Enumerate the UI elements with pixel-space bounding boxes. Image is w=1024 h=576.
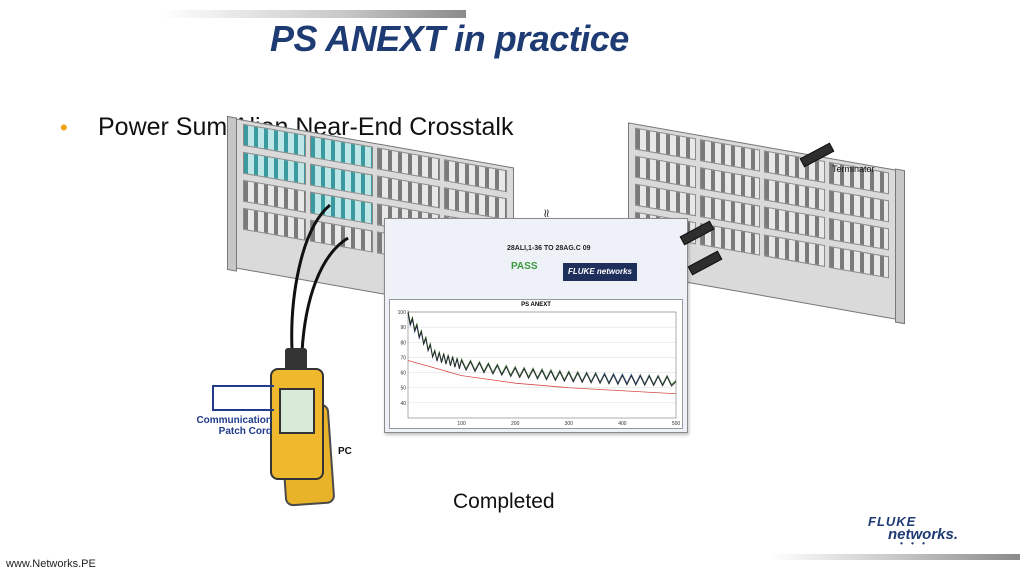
footer-url: www.Networks.PE (6, 558, 96, 570)
x-tick-label: 400 (618, 421, 627, 427)
tester-connector (285, 348, 307, 370)
chart-svg: 40 50 60 70 80 90 100 100 200 300 400 500 (398, 310, 681, 427)
y-tick-label: 70 (400, 355, 406, 361)
y-tick-label: 40 (400, 401, 406, 407)
cable-break-icon: ≀≀ (543, 206, 550, 220)
x-tick-label: 300 (565, 421, 574, 427)
graph-title: PS ANEXT (521, 302, 551, 308)
footer-decoration-bar (770, 554, 1020, 560)
slide-title: PS ANEXT in practice (270, 18, 629, 59)
series-line (407, 311, 677, 387)
terminator-label: Terminator (832, 164, 875, 174)
title-decoration-bar (160, 10, 466, 18)
x-tick-label: 500 (672, 421, 681, 427)
pass-result: PASS (511, 261, 538, 272)
tester-screen (279, 388, 315, 434)
plot-area (407, 311, 677, 419)
completed-text: Completed (453, 490, 555, 513)
y-tick-label: 50 (400, 386, 406, 392)
series-line (407, 360, 677, 395)
bullet-dot-icon: • (60, 114, 68, 140)
patch-cord-label: Communication Patch Cord (196, 415, 272, 437)
fluke-networks-logo: FLUKE networks. • • • (868, 514, 959, 548)
patch-cable (290, 203, 331, 351)
linkware-window: 28ALI,1-36 TO 28AG.C 09 PASS FLUKE netwo… (384, 218, 688, 433)
anext-graph: PS ANEXT 40 50 60 70 80 90 100 100 200 300 400 500 (389, 299, 683, 429)
y-tick-label: 90 (400, 325, 406, 331)
patch-cord-callout (212, 385, 274, 411)
x-tick-label: 200 (511, 421, 520, 427)
fluke-screen-logo: FLUKE networks (563, 263, 637, 281)
test-id: 28ALI,1-36 TO 28AG.C 09 (507, 245, 591, 252)
patch-cable (300, 236, 349, 353)
y-tick-label: 60 (400, 371, 406, 377)
x-tick-label: 100 (457, 421, 466, 427)
y-tick-label: 80 (400, 340, 406, 346)
pc-label: PC (338, 446, 352, 457)
y-tick-label: 100 (398, 310, 407, 316)
main-tester (270, 368, 324, 480)
